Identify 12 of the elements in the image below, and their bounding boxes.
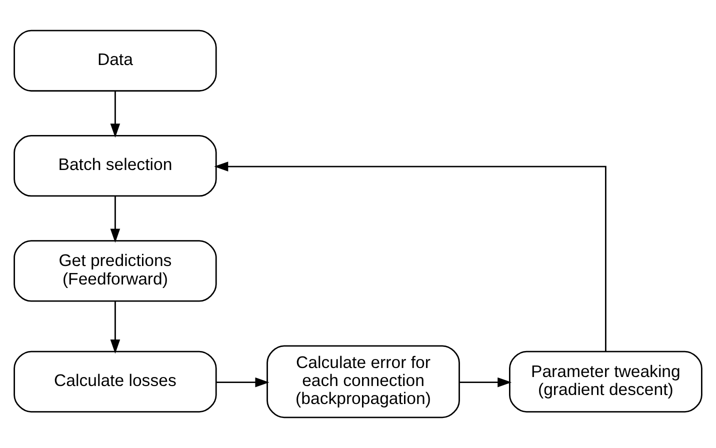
node-box: Data	[14, 30, 217, 92]
arrow	[110, 301, 120, 354]
node-box: Parameter tweaking (gradient descent)	[509, 350, 702, 412]
arrow	[110, 196, 120, 243]
arrow	[110, 91, 120, 138]
arrow	[214, 162, 606, 352]
node-box: Batch selection	[14, 135, 217, 197]
arrow	[216, 377, 270, 388]
node-box: Calculate losses	[14, 350, 217, 412]
arrow	[460, 377, 512, 388]
node-box: Calculate error for each connection (backpropagation)	[266, 345, 460, 418]
node-box: Get predictions (Feedforward)	[14, 240, 217, 302]
